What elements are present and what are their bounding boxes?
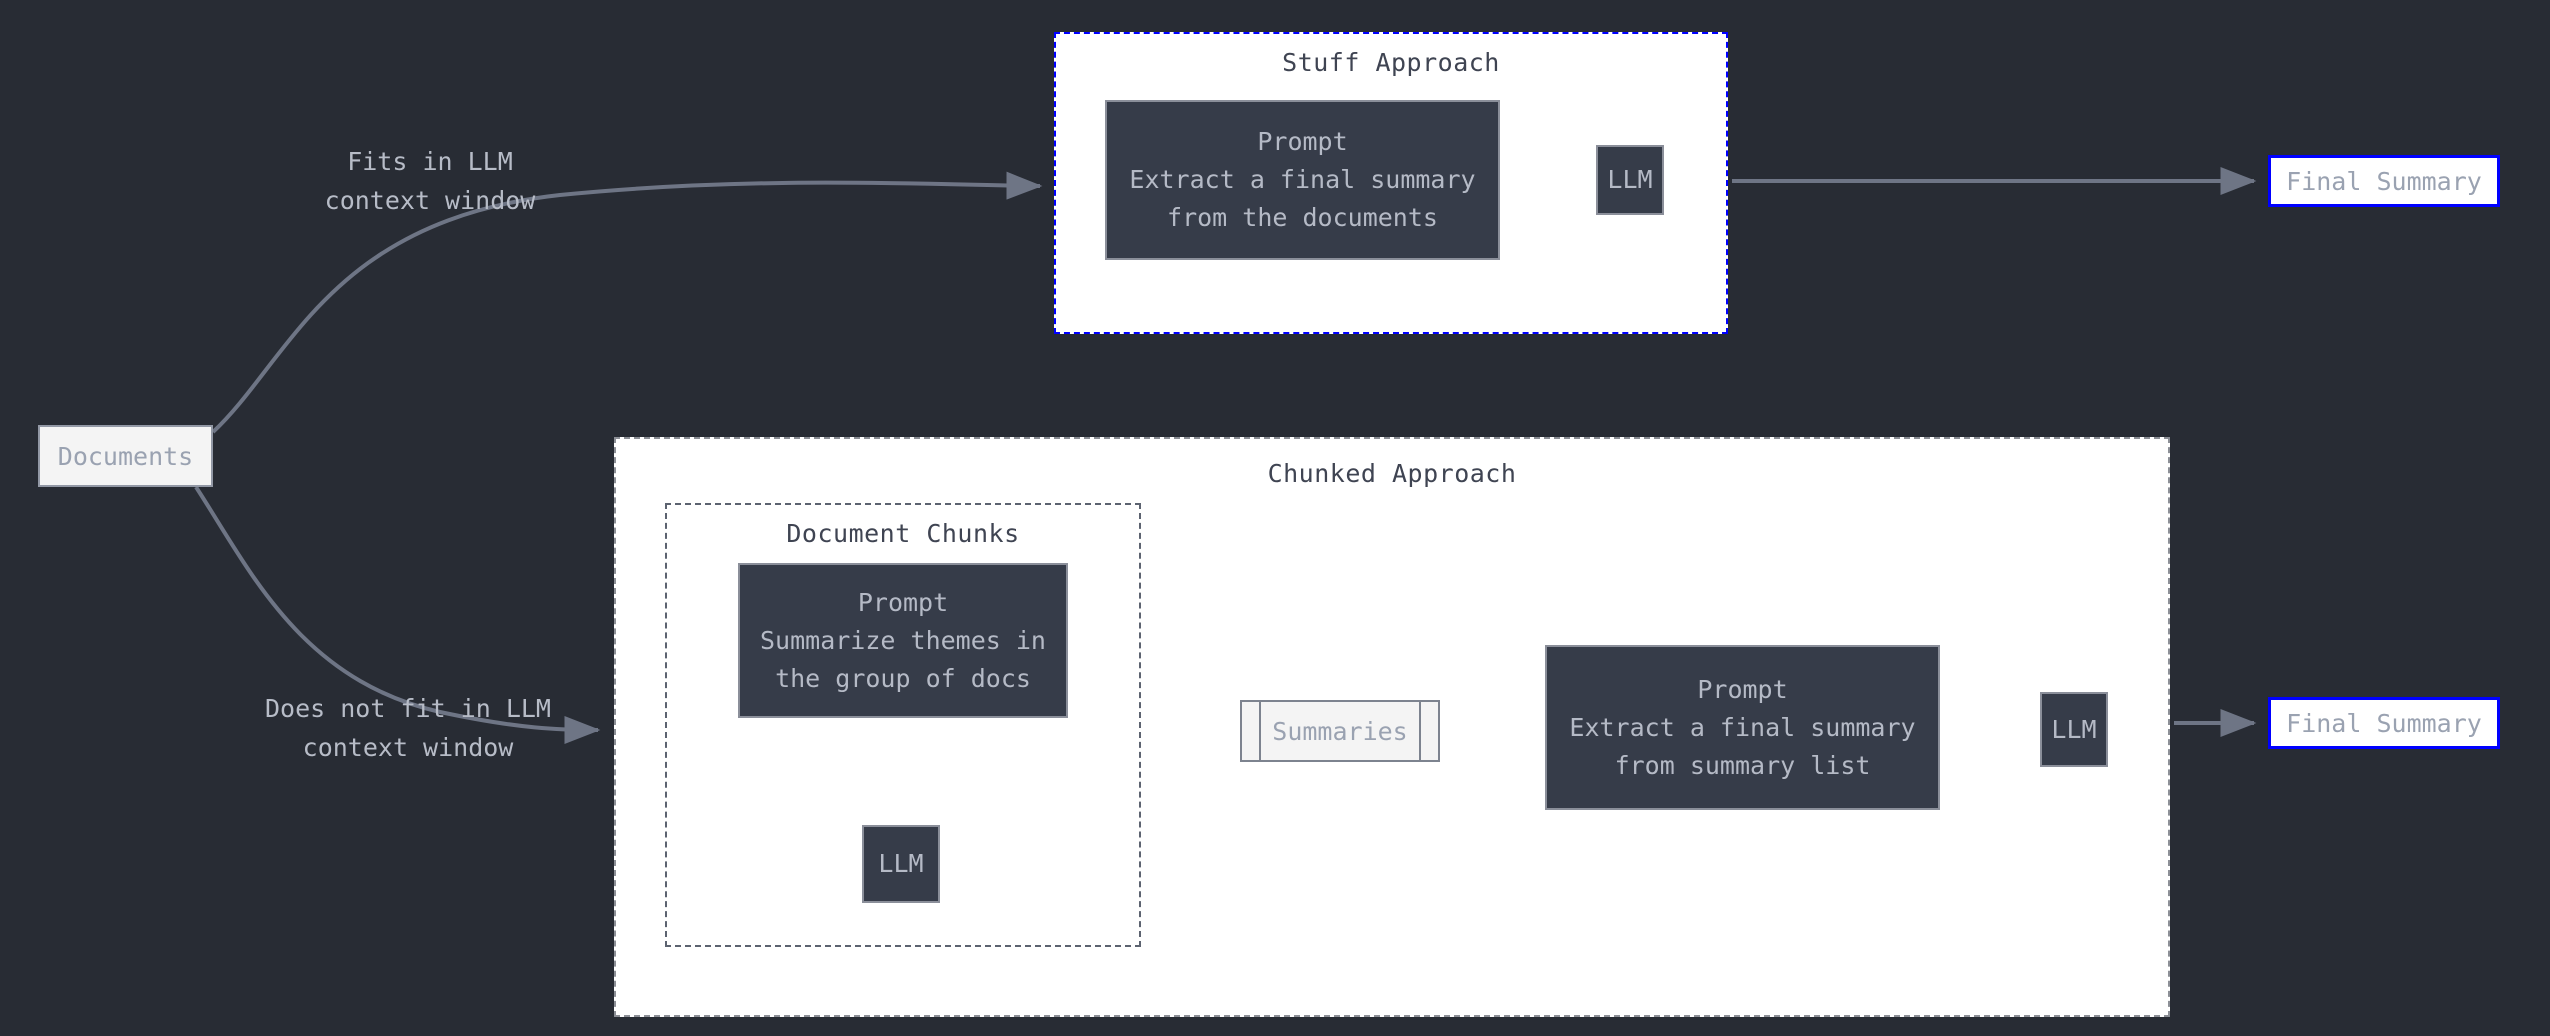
node-documents[interactable]: Documents [38, 425, 213, 487]
node-summaries-label: Summaries [1272, 716, 1408, 746]
edge-label-not-fits-line2: context window [302, 732, 514, 762]
node-llm-chunk-label: LLM [878, 849, 924, 878]
subgraph-title-chunked-approach: Chunked Approach [1267, 459, 1517, 488]
edge-label-fits-line2: context window [324, 185, 536, 215]
subgraph-title-document-chunks: Document Chunks [786, 519, 1020, 548]
node-prompt-chunk-line2: Summarize themes in [760, 625, 1046, 655]
node-prompt-stuff[interactable]: Prompt Extract a final summary from the … [1105, 100, 1500, 260]
edge-label-fits-in-context: Fits in LLM context window [300, 143, 560, 221]
node-prompt-chunk-line1: Prompt [857, 587, 949, 617]
node-prompt-stuff-line3: from the documents [1167, 203, 1438, 232]
node-prompt-final[interactable]: Prompt Extract a final summary from summ… [1545, 645, 1940, 810]
node-final-summary-bottom-label: Final Summary [2286, 708, 2482, 738]
node-prompt-stuff-line2: Extract a final summary [1129, 165, 1476, 194]
node-documents-label: Documents [57, 441, 194, 471]
node-prompt-final-line1: Prompt [1697, 674, 1788, 704]
node-prompt-stuff-line1: Prompt [1257, 127, 1348, 156]
node-final-summary-top[interactable]: Final Summary [2268, 155, 2500, 207]
node-prompt-chunk[interactable]: Prompt Summarize themes in the group of … [738, 563, 1068, 718]
node-prompt-chunk-line3: the group of docs [775, 663, 1031, 693]
node-llm-stuff[interactable]: LLM [1596, 145, 1664, 215]
node-llm-chunked-label: LLM [2051, 714, 2097, 744]
edge-label-does-not-fit: Does not fit in LLM context window [248, 690, 568, 768]
node-final-summary-top-label: Final Summary [2286, 166, 2482, 196]
node-final-summary-bottom[interactable]: Final Summary [2268, 697, 2500, 749]
edge-label-not-fits-line1: Does not fit in LLM [265, 694, 551, 723]
subgraph-title-stuff-approach: Stuff Approach [1282, 48, 1500, 77]
node-llm-chunked[interactable]: LLM [2040, 692, 2108, 767]
node-llm-chunk[interactable]: LLM [862, 825, 940, 903]
node-prompt-final-line2: Extract a final summary [1569, 712, 1916, 742]
node-prompt-final-line3: from summary list [1614, 750, 1871, 780]
node-llm-stuff-label: LLM [1607, 165, 1653, 194]
subgraph-document-chunks: Document Chunks [665, 503, 1141, 947]
edge-label-fits-line1: Fits in LLM [347, 147, 513, 176]
node-summaries[interactable]: Summaries [1240, 700, 1440, 762]
